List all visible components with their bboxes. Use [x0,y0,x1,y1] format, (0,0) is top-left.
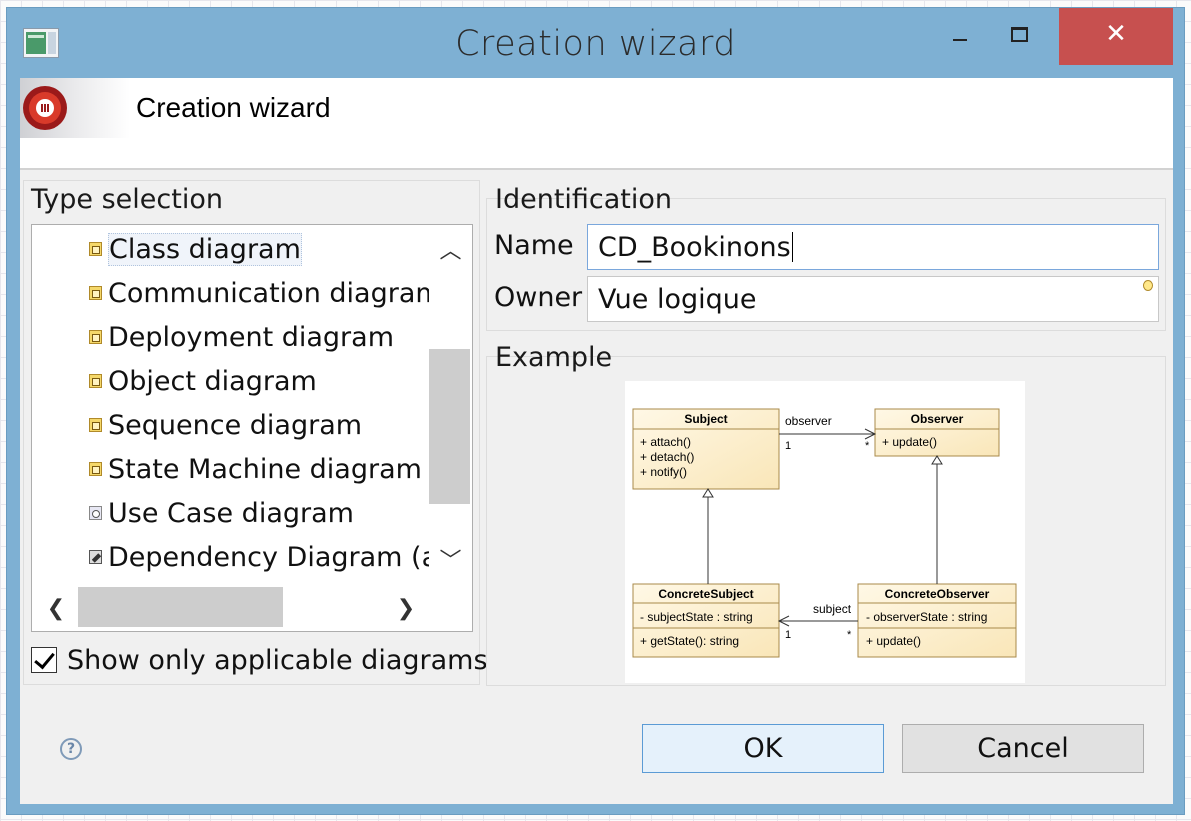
use-case-diagram-icon [89,506,102,520]
list-item-dependency-diagram[interactable]: Dependency Diagram (a [89,537,429,577]
name-label: Name [494,230,574,261]
identification-label: Identification [495,184,673,215]
show-applicable-diagrams-option[interactable]: Show only applicable diagrams [31,640,488,680]
communication-diagram-icon [89,286,102,300]
list-item-use-case-diagram[interactable]: Use Case diagram [89,493,354,533]
app-icon [23,28,59,58]
uml-class-name: ConcreteSubject [658,587,753,601]
deployment-diagram-icon [89,330,102,344]
uml-association-observer: observer 1 * [779,414,877,452]
list-item-communication-diagram[interactable]: Communication diagram [89,273,429,313]
list-item-class-diagram[interactable]: Class diagram [89,229,302,269]
maximize-button[interactable] [991,8,1047,66]
list-item-label: Communication diagram [108,277,429,309]
wizard-logo-icon [23,86,67,130]
list-item-object-diagram[interactable]: Object diagram [89,361,317,401]
identification-group [486,198,1166,331]
owner-input[interactable]: Vue logique [587,276,1159,322]
uml-attribute: - observerState : string [866,610,987,624]
owner-label: Owner [494,282,583,313]
scroll-down-icon[interactable]: ﹀ [439,549,462,574]
show-applicable-checkbox[interactable] [31,647,57,673]
owner-input-value: Vue logique [598,283,757,315]
uml-operation: + notify() [640,465,687,479]
object-diagram-icon [89,374,102,388]
cancel-button[interactable]: Cancel [902,724,1144,773]
uml-generalization-observer [931,455,943,584]
list-item-state-machine-diagram[interactable]: State Machine diagram [89,449,422,489]
uml-class-observer: Observer + update() [874,408,1000,457]
example-label: Example [495,342,613,373]
list-item-label: Class diagram [108,232,302,266]
multiplicity-label: * [847,629,852,641]
name-input[interactable]: CD_Bookinons [587,224,1159,270]
uml-class-name: ConcreteObserver [885,587,990,601]
creation-wizard-dialog: Creation wizard ✕ Creation wizard Type [6,7,1185,815]
name-input-value: CD_Bookinons [598,231,791,263]
text-caret [791,232,793,262]
uml-generalization-subject [702,488,714,584]
wizard-header: Creation wizard [20,78,1173,170]
lightbulb-icon[interactable] [1143,280,1153,291]
example-group [486,356,1166,686]
list-item-label: State Machine diagram [108,453,422,485]
help-icon[interactable]: ? [60,738,82,760]
ok-button[interactable]: OK [642,724,884,773]
uml-association-subject: subject 1 * [777,602,858,641]
list-horizontal-scrollbar[interactable]: ❮ ❯ [32,587,472,631]
window-title: Creation wizard [455,24,736,64]
uml-class-concrete-subject: ConcreteSubject - subjectState : string … [632,583,780,658]
scroll-up-icon[interactable]: ︿ [439,239,462,264]
class-diagram-icon [89,242,102,256]
list-item-deployment-diagram[interactable]: Deployment diagram [89,317,394,357]
uml-class-name: Observer [911,412,964,426]
uml-operation: + update() [882,435,937,449]
uml-operation: + detach() [640,450,694,464]
list-item-label: Object diagram [108,365,317,397]
scroll-left-icon[interactable]: ❮ [46,596,66,621]
observer-pattern-diagram: Subject + attach() + detach() + notify()… [632,408,1017,658]
diagram-type-list-viewport: Class diagram Communication diagram Depl… [32,225,429,587]
uml-class-name: Subject [684,412,727,426]
multiplicity-label: 1 [785,629,791,641]
list-item-label: Use Case diagram [108,497,354,529]
list-vertical-scrollbar[interactable]: ︿ ﹀ [429,225,472,587]
uml-class-concrete-observer: ConcreteObserver - observerState : strin… [857,583,1017,658]
show-applicable-label: Show only applicable diagrams [67,644,488,676]
title-bar[interactable]: Creation wizard ✕ [7,8,1184,78]
type-selection-label: Type selection [31,184,223,215]
example-preview: Subject + attach() + detach() + notify()… [625,381,1025,683]
uml-attribute: - subjectState : string [640,610,753,624]
vertical-scroll-thumb[interactable] [429,349,470,504]
list-item-sequence-diagram[interactable]: Sequence diagram [89,405,362,445]
uml-operation: + getState(): string [640,634,739,648]
wizard-header-title: Creation wizard [136,92,331,123]
scroll-right-icon[interactable]: ❯ [396,596,416,621]
state-machine-diagram-icon [89,462,102,476]
close-icon: ✕ [1105,19,1127,49]
uml-operation: + update() [866,634,921,648]
association-label: observer [785,414,832,428]
diagram-type-list[interactable]: Class diagram Communication diagram Depl… [31,224,473,632]
uml-class-subject: Subject + attach() + detach() + notify() [632,408,780,490]
dialog-body: Creation wizard Type selection Class dia… [20,78,1173,804]
association-label: subject [813,602,852,616]
close-button[interactable]: ✕ [1059,8,1173,65]
sequence-diagram-icon [89,418,102,432]
multiplicity-label: 1 [785,440,791,452]
uml-operation: + attach() [640,435,691,449]
dependency-diagram-icon [89,550,102,564]
multiplicity-label: * [865,440,870,452]
horizontal-scroll-thumb[interactable] [78,587,283,627]
wizard-logo-area [20,78,130,138]
minimize-button[interactable] [933,8,989,66]
list-item-label: Dependency Diagram (a [108,541,429,573]
type-selection-group [23,180,480,685]
list-item-label: Sequence diagram [108,409,363,441]
list-item-label: Deployment diagram [108,321,395,353]
